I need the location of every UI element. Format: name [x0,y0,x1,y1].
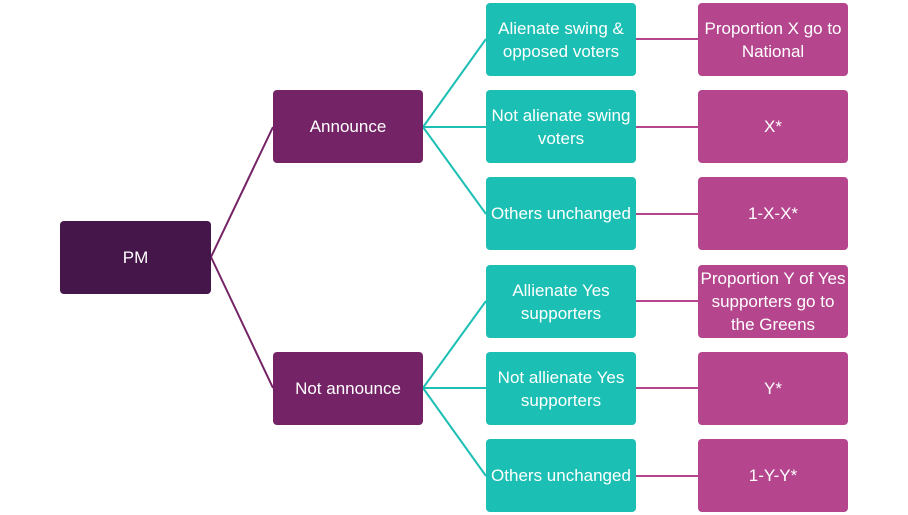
outcome-node-x-star: X* [698,90,848,163]
outcome-node-y-star: Y* [698,352,848,425]
scenario-node-others-unchanged-not-announce: Others unchanged [486,439,636,512]
branch-node-not-announce: Not announce [273,352,423,425]
scenario-node-not-alienate-swing: Not alienate swing voters [486,90,636,163]
scenario-node-allienate-yes: Allienate Yes supporters [486,265,636,338]
branch-node-announce: Announce [273,90,423,163]
connector-not-announce-scenario-3 [422,387,487,477]
scenario-node-others-unchanged-announce: Others unchanged [486,177,636,250]
connector-announce-scenario-1 [422,38,487,128]
outcome-node-1-x-x-star: 1-X-X* [698,177,848,250]
connector-pm-announce [210,126,274,258]
root-node-pm: PM [60,221,211,294]
outcome-node-1-y-y-star: 1-Y-Y* [698,439,848,512]
outcome-node-proportion-y: Proportion Y of Yes supporters go to the… [698,265,848,338]
connector-pm-not-announce [210,256,274,389]
scenario-node-not-allienate-yes: Not allienate Yes supporters [486,352,636,425]
scenario-node-alienate-swing-opposed: Alienate swing & opposed voters [486,3,636,76]
connector-not-announce-scenario-1 [422,300,487,389]
connector-announce-scenario-3 [422,126,487,215]
outcome-node-proportion-x: Proportion X go to National [698,3,848,76]
